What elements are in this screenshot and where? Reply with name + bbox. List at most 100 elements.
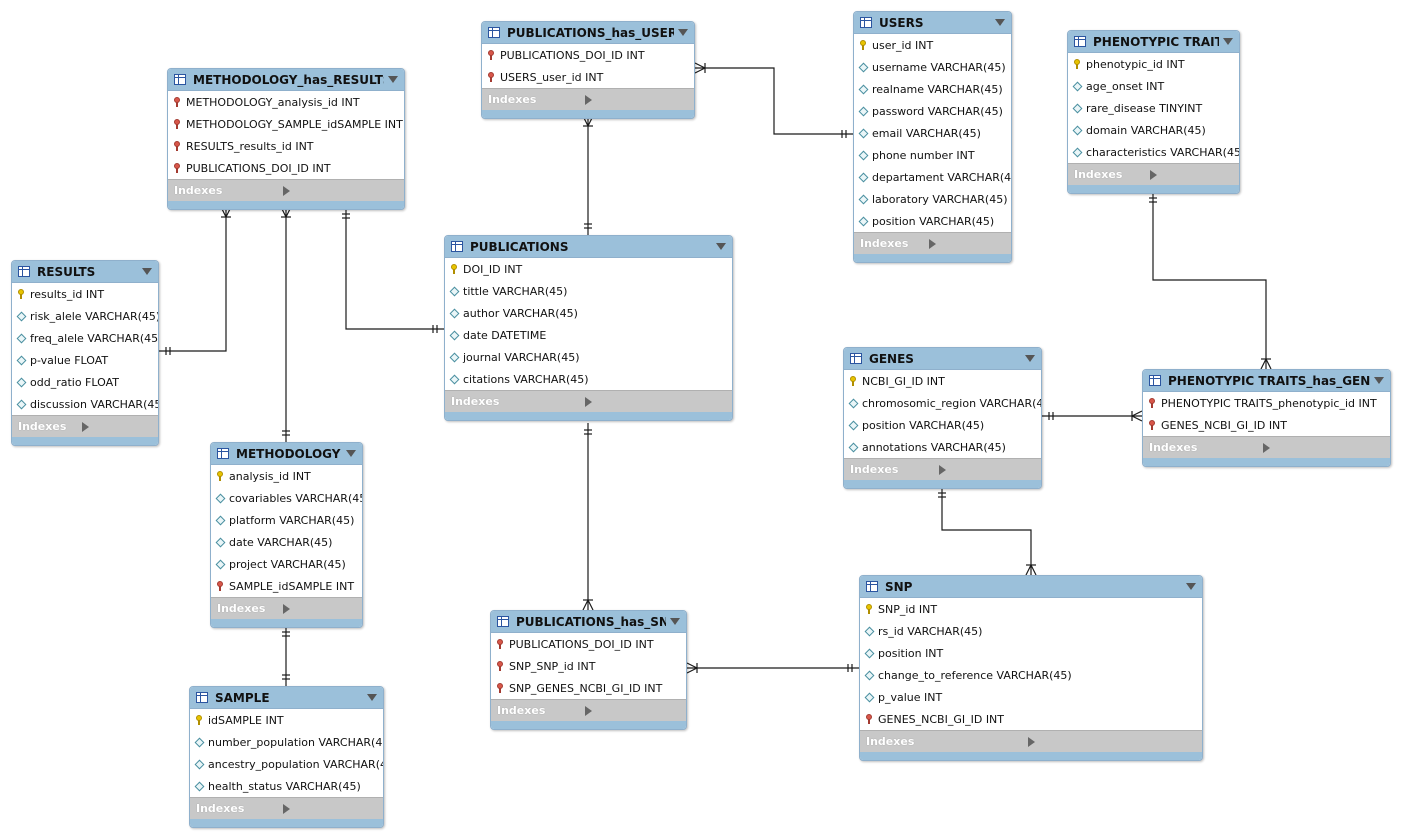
table-header[interactable]: PHENOTYPIC TRAITS_has_GENES	[1143, 370, 1390, 392]
indexes-section[interactable]: Indexes	[491, 699, 686, 721]
indexes-section[interactable]: Indexes	[844, 458, 1041, 480]
column-row[interactable]: age_onset INT	[1068, 75, 1239, 97]
indexes-section[interactable]: Indexes	[190, 797, 383, 819]
column-row[interactable]: phone number INT	[854, 144, 1011, 166]
column-row[interactable]: tittle VARCHAR(45)	[445, 280, 732, 302]
column-row[interactable]: PUBLICATIONS_DOI_ID INT	[491, 633, 686, 655]
collapse-arrow-icon[interactable]	[1025, 355, 1035, 362]
column-row[interactable]: author VARCHAR(45)	[445, 302, 732, 324]
column-row[interactable]: journal VARCHAR(45)	[445, 346, 732, 368]
table-header[interactable]: METHODOLOGY	[211, 443, 362, 465]
column-row[interactable]: rare_disease TINYINT	[1068, 97, 1239, 119]
column-row[interactable]: domain VARCHAR(45)	[1068, 119, 1239, 141]
column-row[interactable]: departament VARCHAR(45)	[854, 166, 1011, 188]
table-header[interactable]: RESULTS	[12, 261, 158, 283]
table-header[interactable]: PHENOTYPIC TRAITS	[1068, 31, 1239, 53]
collapse-arrow-icon[interactable]	[716, 243, 726, 250]
expand-arrow-icon[interactable]	[283, 603, 356, 614]
column-row[interactable]: NCBI_GI_ID INT	[844, 370, 1041, 392]
expand-arrow-icon[interactable]	[939, 464, 1035, 475]
column-row[interactable]: SNP_GENES_NCBI_GI_ID INT	[491, 677, 686, 699]
column-row[interactable]: date DATETIME	[445, 324, 732, 346]
column-row[interactable]: position VARCHAR(45)	[844, 414, 1041, 436]
collapse-arrow-icon[interactable]	[1223, 38, 1233, 45]
collapse-arrow-icon[interactable]	[1186, 583, 1196, 590]
column-row[interactable]: date VARCHAR(45)	[211, 531, 362, 553]
expand-arrow-icon[interactable]	[584, 94, 689, 105]
column-row[interactable]: USERS_user_id INT	[482, 66, 694, 88]
column-row[interactable]: discussion VARCHAR(45)	[12, 393, 158, 415]
collapse-arrow-icon[interactable]	[670, 618, 680, 625]
expand-arrow-icon[interactable]	[1263, 442, 1384, 453]
column-row[interactable]: DOI_ID INT	[445, 258, 732, 280]
column-row[interactable]: characteristics VARCHAR(45)	[1068, 141, 1239, 163]
column-row[interactable]: change_to_reference VARCHAR(45)	[860, 664, 1202, 686]
indexes-section[interactable]: Indexes	[1143, 436, 1390, 458]
column-row[interactable]: annotations VARCHAR(45)	[844, 436, 1041, 458]
table-header[interactable]: PUBLICATIONS	[445, 236, 732, 258]
table-header[interactable]: PUBLICATIONS_has_SNP	[491, 611, 686, 633]
column-row[interactable]: project VARCHAR(45)	[211, 553, 362, 575]
column-row[interactable]: number_population VARCHAR(45)	[190, 731, 383, 753]
column-row[interactable]: platform VARCHAR(45)	[211, 509, 362, 531]
indexes-section[interactable]: Indexes	[860, 730, 1202, 752]
column-row[interactable]: PUBLICATIONS_DOI_ID INT	[482, 44, 694, 66]
collapse-arrow-icon[interactable]	[346, 450, 356, 457]
indexes-section[interactable]: Indexes	[445, 390, 732, 412]
column-row[interactable]: METHODOLOGY_analysis_id INT	[168, 91, 404, 113]
column-row[interactable]: SAMPLE_idSAMPLE INT	[211, 575, 362, 597]
indexes-section[interactable]: Indexes	[211, 597, 362, 619]
column-row[interactable]: phenotypic_id INT	[1068, 53, 1239, 75]
table-header[interactable]: METHODOLOGY_has_RESULTS	[168, 69, 404, 91]
column-row[interactable]: p-value FLOAT	[12, 349, 158, 371]
column-row[interactable]: PUBLICATIONS_DOI_ID INT	[168, 157, 404, 179]
column-row[interactable]: email VARCHAR(45)	[854, 122, 1011, 144]
column-row[interactable]: p_value INT	[860, 686, 1202, 708]
column-row[interactable]: analysis_id INT	[211, 465, 362, 487]
column-row[interactable]: user_id INT	[854, 34, 1011, 56]
column-row[interactable]: risk_alele VARCHAR(45)	[12, 305, 158, 327]
column-row[interactable]: GENES_NCBI_GI_ID INT	[1143, 414, 1390, 436]
indexes-section[interactable]: Indexes	[482, 88, 694, 110]
column-row[interactable]: laboratory VARCHAR(45)	[854, 188, 1011, 210]
expand-arrow-icon[interactable]	[283, 803, 377, 814]
table-header[interactable]: USERS	[854, 12, 1011, 34]
column-row[interactable]: PHENOTYPIC TRAITS_phenotypic_id INT	[1143, 392, 1390, 414]
indexes-section[interactable]: Indexes	[168, 179, 404, 201]
column-row[interactable]: citations VARCHAR(45)	[445, 368, 732, 390]
column-row[interactable]: password VARCHAR(45)	[854, 100, 1011, 122]
column-row[interactable]: username VARCHAR(45)	[854, 56, 1011, 78]
collapse-arrow-icon[interactable]	[388, 76, 398, 83]
expand-arrow-icon[interactable]	[1150, 169, 1233, 180]
column-row[interactable]: idSAMPLE INT	[190, 709, 383, 731]
table-header[interactable]: PUBLICATIONS_has_USERS	[482, 22, 694, 44]
indexes-section[interactable]: Indexes	[12, 415, 158, 437]
column-row[interactable]: position INT	[860, 642, 1202, 664]
table-header[interactable]: SAMPLE	[190, 687, 383, 709]
collapse-arrow-icon[interactable]	[995, 19, 1005, 26]
column-row[interactable]: realname VARCHAR(45)	[854, 78, 1011, 100]
table-header[interactable]: SNP	[860, 576, 1202, 598]
indexes-section[interactable]: Indexes	[1068, 163, 1239, 185]
column-row[interactable]: METHODOLOGY_SAMPLE_idSAMPLE INT	[168, 113, 404, 135]
expand-arrow-icon[interactable]	[1027, 736, 1197, 747]
expand-arrow-icon[interactable]	[81, 421, 153, 432]
expand-arrow-icon[interactable]	[585, 705, 680, 716]
column-row[interactable]: position VARCHAR(45)	[854, 210, 1011, 232]
collapse-arrow-icon[interactable]	[678, 29, 688, 36]
column-row[interactable]: odd_ratio FLOAT	[12, 371, 158, 393]
column-row[interactable]: results_id INT	[12, 283, 158, 305]
column-row[interactable]: ancestry_population VARCHAR(45)	[190, 753, 383, 775]
expand-arrow-icon[interactable]	[282, 185, 399, 196]
